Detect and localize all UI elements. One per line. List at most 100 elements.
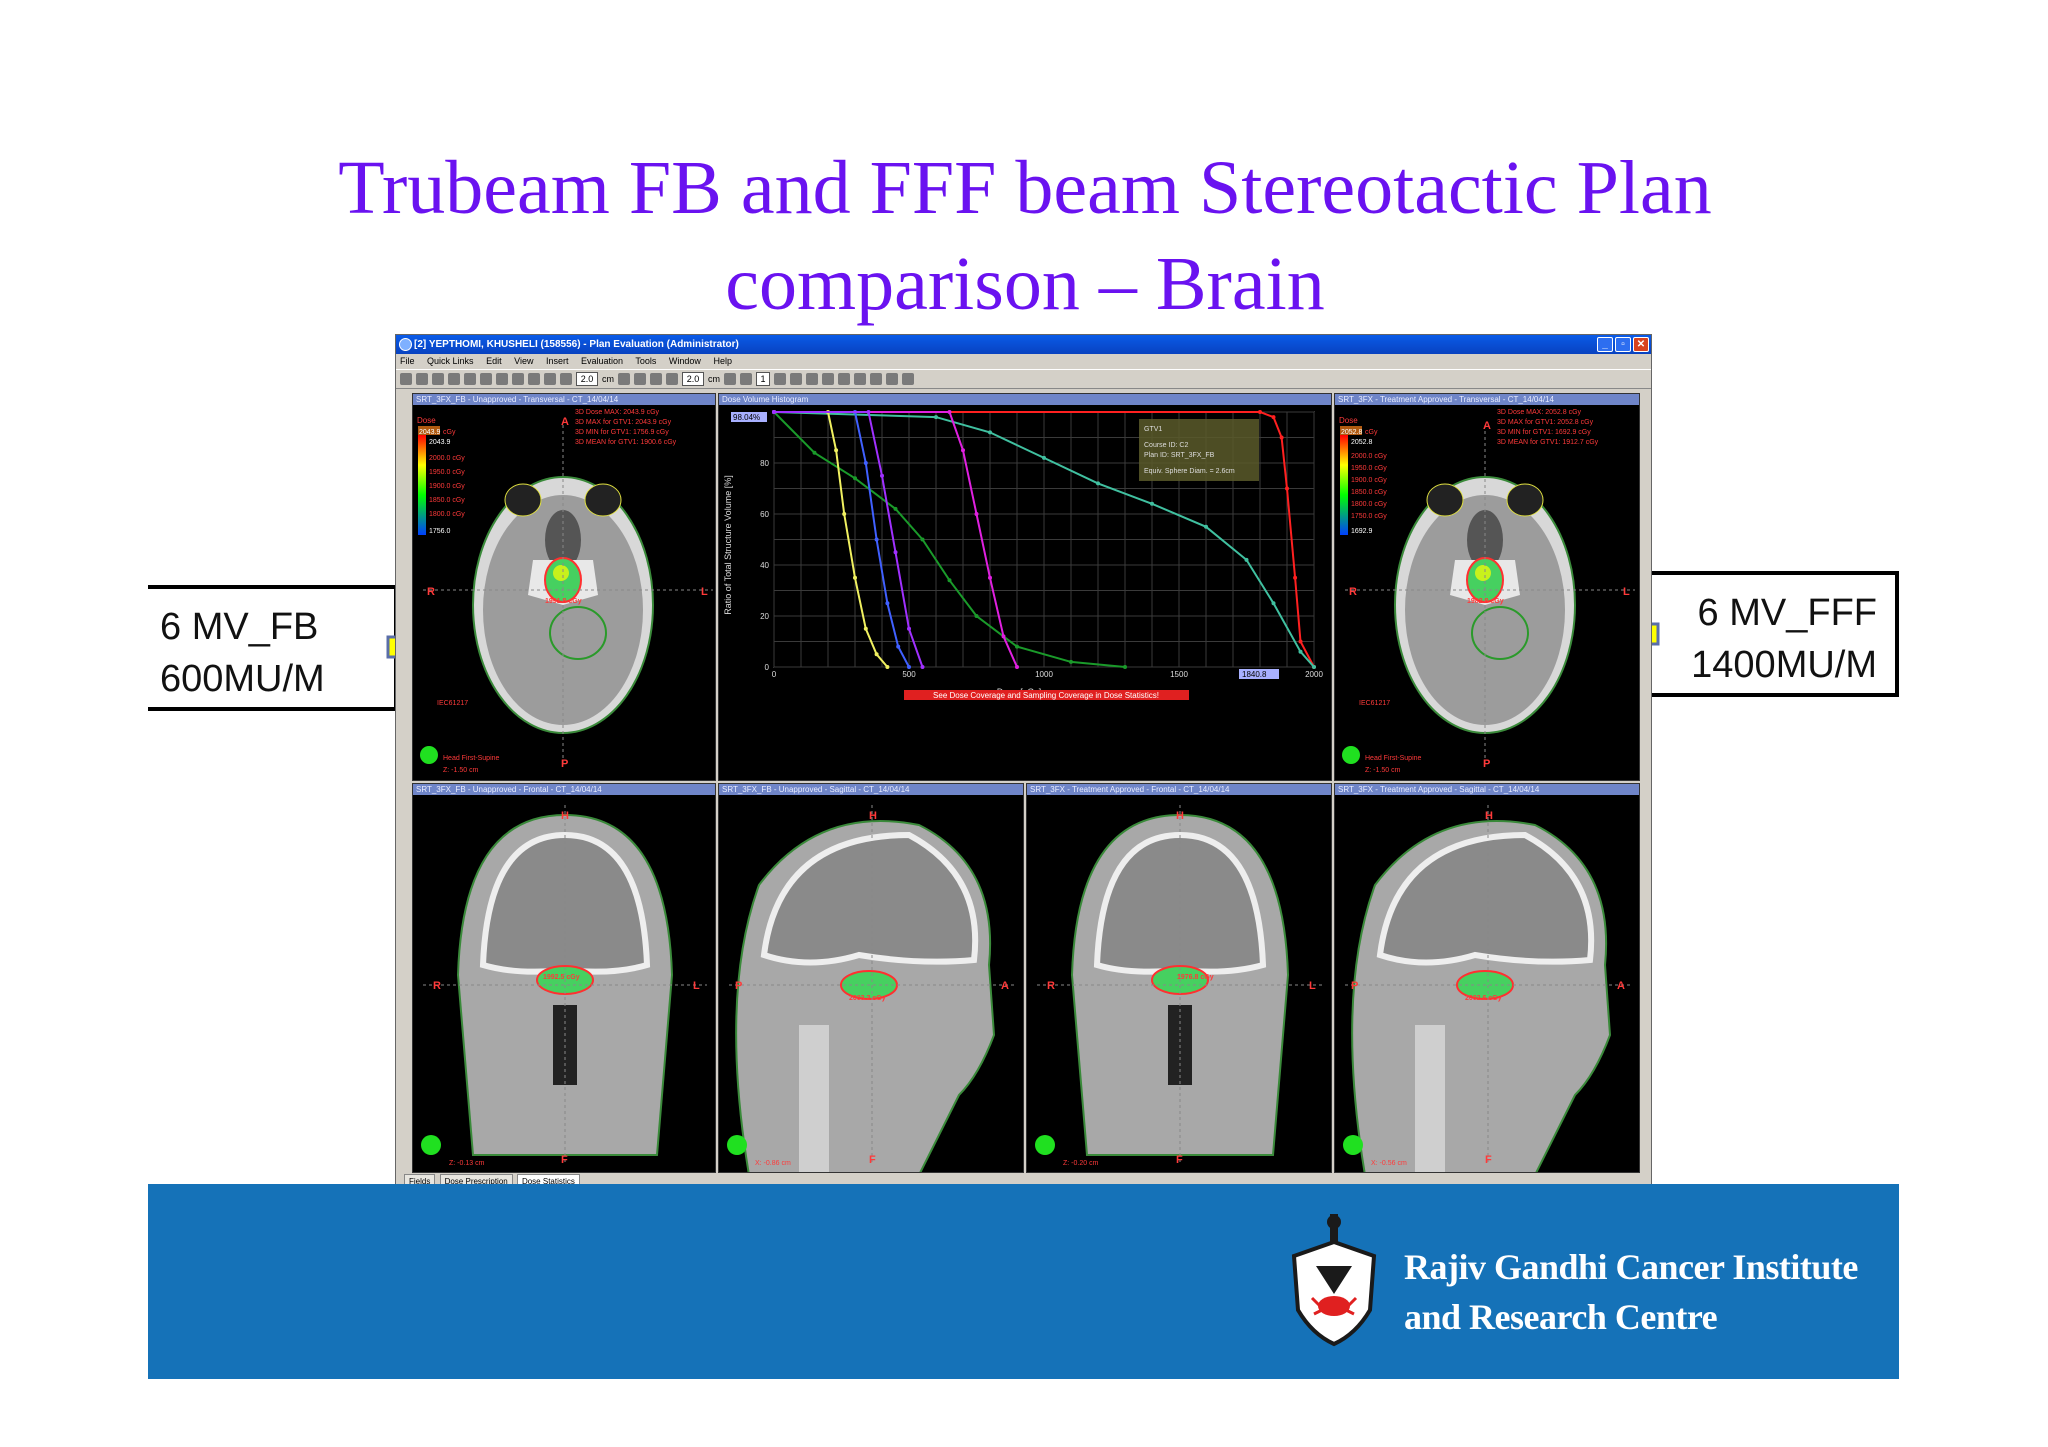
dvh-series-point (866, 410, 871, 414)
legend-1800: 1800.0 cGy (1351, 501, 1387, 508)
dvh-series-point (1271, 415, 1276, 420)
measure-icon[interactable] (618, 373, 630, 385)
print-icon[interactable] (400, 373, 412, 385)
menu-tools[interactable]: Tools (635, 356, 657, 366)
ct-view: Dose 2052.8 cGy 2052.8 2000.0 cGy 1950.0… (1335, 405, 1639, 780)
orient-right: R (427, 586, 435, 598)
footer-banner: Rajiv Gandhi Cancer Institute and Resear… (148, 1184, 1899, 1379)
dvh-series-point (853, 476, 857, 481)
ruler-unit-label: cm (708, 374, 720, 384)
minimize-button[interactable]: _ (1597, 337, 1613, 352)
coord-label: X: -0.56 cm (1371, 1160, 1407, 1167)
settings-icon[interactable] (432, 373, 444, 385)
panel-fff-frontal[interactable]: SRT_3FX - Treatment Approved - Frontal -… (1026, 783, 1332, 1173)
dvh-series-point (896, 644, 901, 649)
right-callout: 6 MV_FFF 1400MU/M (1646, 571, 1899, 697)
dvh-legend-equiv: Equiv. Sphere Diam. = 2.6cm (1144, 468, 1235, 475)
dvh-series-point (885, 665, 890, 669)
dvh-series-point (1271, 601, 1276, 606)
orient-posterior: P (561, 758, 568, 770)
menu-evaluation[interactable]: Evaluation (581, 356, 624, 366)
legend-1750: 1750.0 cGy (1351, 513, 1387, 520)
dvh-series-point (812, 450, 817, 455)
dvh-series-point (1244, 557, 1249, 562)
dvh-series-point (988, 430, 992, 435)
window-titlebar: [2] YEPTHOMI, KHUSHELI (158556) - Plan E… (396, 335, 1651, 354)
orient-top: H (1176, 810, 1184, 822)
angle-icon[interactable] (634, 373, 646, 385)
layout-icon[interactable] (854, 373, 866, 385)
save-icon[interactable] (416, 373, 428, 385)
grid-icon[interactable] (544, 373, 556, 385)
dvh-readout-x-box (1239, 669, 1279, 679)
target-icon[interactable] (528, 373, 540, 385)
patient-orientation-icon (1342, 746, 1360, 764)
ct-sagittal-image: H F P A 2003.2 cGy X: -0.86 cm (727, 805, 1015, 1172)
orient-right: L (693, 980, 700, 992)
menu-edit[interactable]: Edit (486, 356, 502, 366)
window-level-icon[interactable] (464, 373, 476, 385)
isocenter-icon[interactable] (790, 373, 802, 385)
panel-fff-sagittal[interactable]: SRT_3FX - Treatment Approved - Sagittal … (1334, 783, 1640, 1173)
panel-fb-sagittal[interactable]: SRT_3FX_FB - Unapproved - Sagittal - CT_… (718, 783, 1024, 1173)
zoom-out-icon[interactable] (496, 373, 508, 385)
dvh-readout-y: 98.04% (733, 413, 760, 422)
close-button[interactable]: ✕ (1633, 337, 1649, 352)
menu-file[interactable]: File (400, 356, 415, 366)
slice-field[interactable]: 1 (756, 372, 770, 386)
ruler-icon[interactable] (650, 373, 662, 385)
panel-header: SRT_3FX_FB - Unapproved - Transversal - … (413, 394, 715, 405)
dvh-series-point (834, 448, 839, 453)
unlink-icon[interactable] (740, 373, 752, 385)
orient-left: L (1623, 586, 1630, 598)
menu-window[interactable]: Window (668, 356, 701, 366)
dvh-legend-course: Course ID: C2 (1144, 442, 1188, 449)
dvh-x-tick-label: 0 (772, 670, 777, 679)
zoom-in-icon[interactable] (480, 373, 492, 385)
record-icon[interactable] (838, 373, 850, 385)
patient-orientation-icon (420, 746, 438, 764)
dvh-series-point (893, 506, 898, 511)
menu-help[interactable]: Help (713, 356, 732, 366)
menu-view[interactable]: View (514, 356, 534, 366)
crosshair-icon[interactable] (560, 373, 572, 385)
ruler-size-field[interactable]: 2.0 (682, 372, 704, 386)
eye-icon[interactable] (822, 373, 834, 385)
legend-1900: 1900.0 cGy (429, 483, 465, 490)
maximize-button[interactable]: ▫ (1615, 337, 1631, 352)
title-line-1: Trubeam FB and FFF beam Stereotactic Pla… (338, 146, 1712, 230)
eclipse-window: [2] YEPTHOMI, KHUSHELI (158556) - Plan E… (395, 334, 1652, 1189)
right-callout-line-1: 6 MV_FFF (1697, 592, 1877, 634)
grid-size-field[interactable]: 2.0 (576, 372, 598, 386)
menu-bar: File Quick Links Edit View Insert Evalua… (396, 354, 1651, 369)
beam-icon[interactable] (806, 373, 818, 385)
patient-orientation-icon (1343, 1135, 1363, 1155)
circle-tool-icon[interactable] (666, 373, 678, 385)
grid-unit-label: cm (602, 374, 614, 384)
menu-insert[interactable]: Insert (545, 356, 569, 366)
link-icon[interactable] (724, 373, 736, 385)
stat-gtv-mean: 3D MEAN for GTV1: 1912.7 cGy (1497, 439, 1599, 446)
panel-fb-frontal[interactable]: SRT_3FX_FB - Unapproved - Frontal - CT_1… (412, 783, 716, 1173)
app-icon (399, 338, 412, 351)
orient-left: L (701, 586, 708, 598)
orient-left: R (1047, 980, 1055, 992)
orient-posterior: P (1483, 758, 1490, 770)
panel-fff-transversal[interactable]: SRT_3FX - Treatment Approved - Transvers… (1334, 393, 1640, 781)
dvh-series-point (863, 461, 868, 465)
pan-icon[interactable] (512, 373, 524, 385)
info-icon[interactable] (448, 373, 460, 385)
ct-coronal-image: H F R L 1992.5 cGy Z: -0.13 cm (421, 805, 707, 1167)
point-icon[interactable] (774, 373, 786, 385)
title-line-2: comparison – Brain (725, 242, 1325, 326)
chart-icon[interactable] (870, 373, 882, 385)
table-icon[interactable] (886, 373, 898, 385)
export-icon[interactable] (902, 373, 914, 385)
menu-quick-links[interactable]: Quick Links (427, 356, 474, 366)
dvh-series-point (885, 601, 890, 606)
dvh-readout-y-box (731, 412, 767, 422)
dvh-series-point (1015, 644, 1019, 649)
panel-fb-transversal[interactable]: SRT_3FX_FB - Unapproved - Transversal - … (412, 393, 716, 781)
